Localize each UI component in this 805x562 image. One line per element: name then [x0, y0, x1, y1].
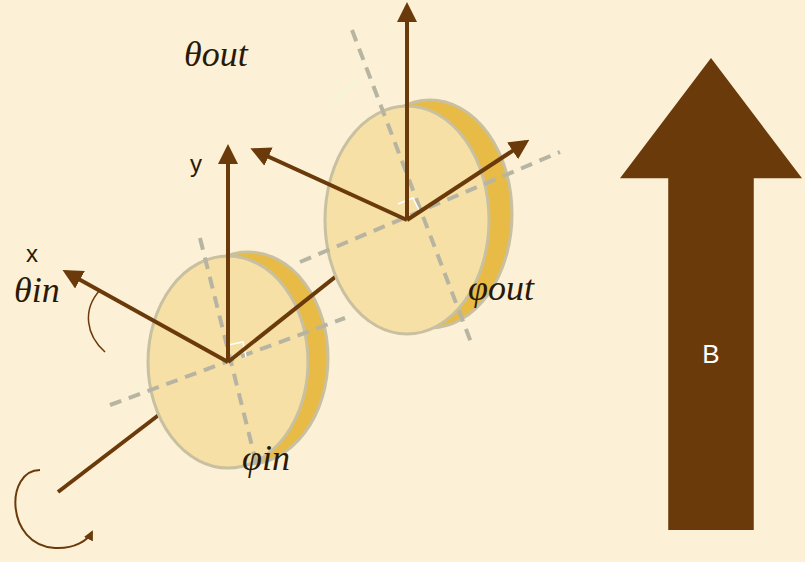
field-arrow: B — [620, 58, 802, 530]
angle-label: φin — [242, 440, 290, 476]
axis-label: x — [26, 242, 38, 266]
arrow-shape — [620, 58, 802, 530]
angle-label: θout — [184, 36, 248, 72]
axis-label: y — [190, 152, 202, 176]
angle-label: φout — [468, 270, 534, 306]
field-label: B — [702, 339, 719, 370]
angle-label: θin — [14, 272, 60, 308]
